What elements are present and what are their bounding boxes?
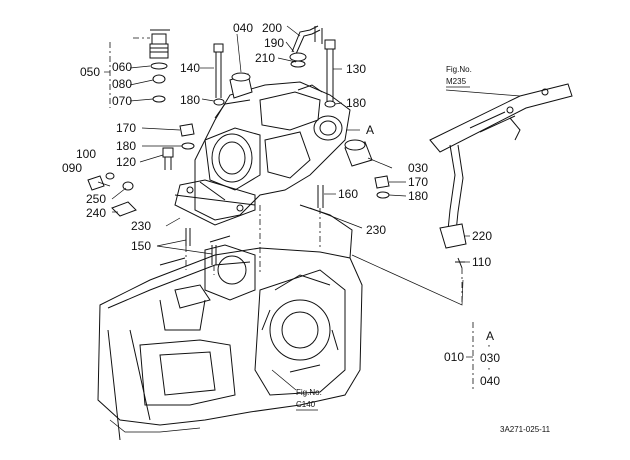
connector-line [351,254,464,306]
plug-090 [87,172,115,191]
label-090: 090 [62,161,82,175]
svg-text:Fig.No.: Fig.No. [296,388,322,397]
transmission-case [97,204,363,441]
label-040: 040 [233,21,253,35]
lift-arm-assembly [429,83,573,269]
label-240: 240 [86,206,106,220]
bolt-130 [324,39,336,102]
drawing-code: 3A271-025-11 [500,425,551,434]
label-230-b: 230 [366,223,386,237]
group-legend: 010 A · 030 · 040 [444,329,500,388]
label-180-c: 180 [116,139,136,153]
part-labels: 200 040 190 210 060 050 080 070 140 130 … [62,21,492,269]
label-120: 120 [116,155,136,169]
nut-170-right [374,175,390,199]
nut-170-left [179,123,195,150]
stud-150 [185,228,217,265]
label-230-a: 230 [131,219,151,233]
label-170-b: 170 [408,175,428,189]
svg-text:C140: C140 [296,400,316,409]
label-140: 140 [180,61,200,75]
bolt-120 [162,147,174,170]
bracket-240 [111,181,137,217]
label-060: 060 [112,60,132,74]
label-220: 220 [472,229,492,243]
leader-lines [97,25,521,392]
legend-dot-1: · [487,338,491,352]
cylinder-case [174,81,351,226]
label-030: 030 [408,161,428,175]
label-100: 100 [76,147,96,161]
legend-group-number: 010 [444,350,464,364]
figref-m235: Fig.No. M235 [446,65,472,88]
bushing-040 [229,72,253,99]
washer-180-right [324,100,336,108]
label-180-b: 180 [346,96,366,110]
label-150: 150 [131,239,151,253]
pipe-200 [289,25,323,68]
label-050: 050 [80,65,100,79]
label-210: 210 [255,51,275,65]
legend-dot-2: · [487,361,491,375]
label-190: 190 [264,36,284,50]
washer-180-left [213,98,225,106]
label-180-d: 180 [408,189,428,203]
bolt-140 [213,43,224,98]
label-160: 160 [338,187,358,201]
label-180-a: 180 [180,93,200,107]
svg-text:M235: M235 [446,77,467,86]
legend-a: A [486,329,494,343]
relief-valve [133,29,170,103]
label-250: 250 [86,192,106,206]
label-110: 110 [472,255,491,269]
legend-030: 030 [480,351,500,365]
label-080: 080 [112,77,132,91]
label-200: 200 [262,21,282,35]
bushing-030 [344,139,373,167]
label-070: 070 [112,94,132,108]
figref-c140: Fig.No. C140 [296,388,322,411]
label-A: A [366,123,374,137]
legend-040: 040 [480,374,500,388]
stud-160 [317,185,324,208]
label-130: 130 [346,62,366,76]
label-170-a: 170 [116,121,136,135]
svg-text:Fig.No.: Fig.No. [446,65,472,74]
